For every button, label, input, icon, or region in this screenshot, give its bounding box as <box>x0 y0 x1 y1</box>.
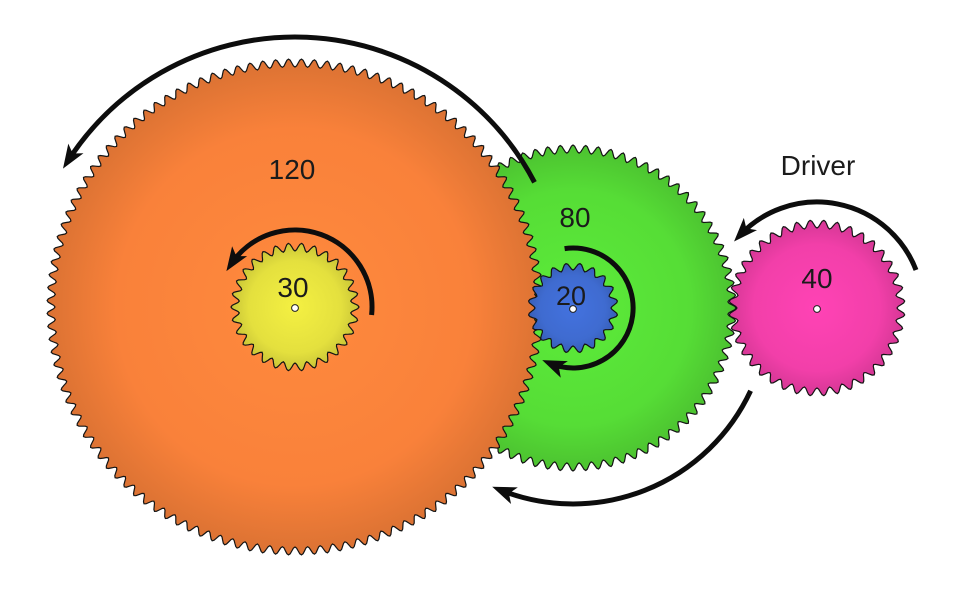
gear-30-axle-dot <box>291 304 299 312</box>
gear-120-label: 120 <box>269 154 316 185</box>
driver-label: Driver <box>781 150 856 181</box>
driver-rotation-arrow <box>734 199 919 271</box>
gear-20-label: 20 <box>556 281 586 311</box>
gear-20-axle-dot <box>569 305 577 313</box>
gear-80-rotation-arrow <box>492 389 753 507</box>
gear-80-label: 80 <box>559 202 590 233</box>
gear-30-rotation-arrow <box>226 227 375 316</box>
gear-30-label: 30 <box>277 272 308 303</box>
gear-40-label: 40 <box>801 263 832 294</box>
gear-120-rotation-arrow <box>62 34 537 184</box>
gear-40-axle-dot <box>813 305 821 313</box>
gear-20-rotation-arrow <box>542 245 636 378</box>
